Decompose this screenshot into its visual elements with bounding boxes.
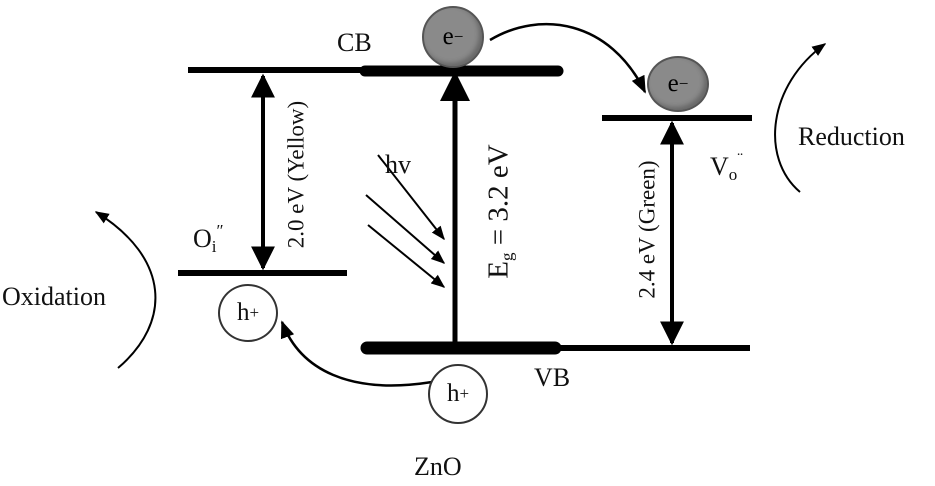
- band-gap-label: Eg = 3.2 eV: [482, 144, 517, 279]
- green-transition-label: 2.4 eV (Green): [634, 160, 660, 299]
- oxidation-arc-arrow: [94, 211, 157, 369]
- electron-transfer-arrow: [489, 22, 647, 94]
- cb-label: CB: [337, 28, 372, 57]
- hv-label: hv: [385, 150, 411, 179]
- vb-label: VB: [534, 363, 571, 392]
- electron-cb: e−: [422, 6, 484, 68]
- hole-transfer-arrow: [280, 320, 433, 387]
- photon-arrows: [365, 154, 446, 288]
- hole-vb: h+: [428, 364, 488, 424]
- material-label: ZnO: [414, 452, 462, 481]
- oi-defect-label: Oi″: [193, 221, 224, 256]
- hole-oi-level: h+: [218, 284, 278, 342]
- vo-defect-label: Vo¨: [710, 149, 743, 184]
- yellow-transition-label: 2.0 eV (Yellow): [283, 100, 309, 249]
- reduction-label: Reduction: [798, 122, 905, 151]
- electron-vo-level: e−: [647, 56, 709, 112]
- conduction-band: [188, 65, 564, 77]
- reduction-arc-arrow: [774, 43, 827, 193]
- oxidation-label: Oxidation: [2, 282, 106, 311]
